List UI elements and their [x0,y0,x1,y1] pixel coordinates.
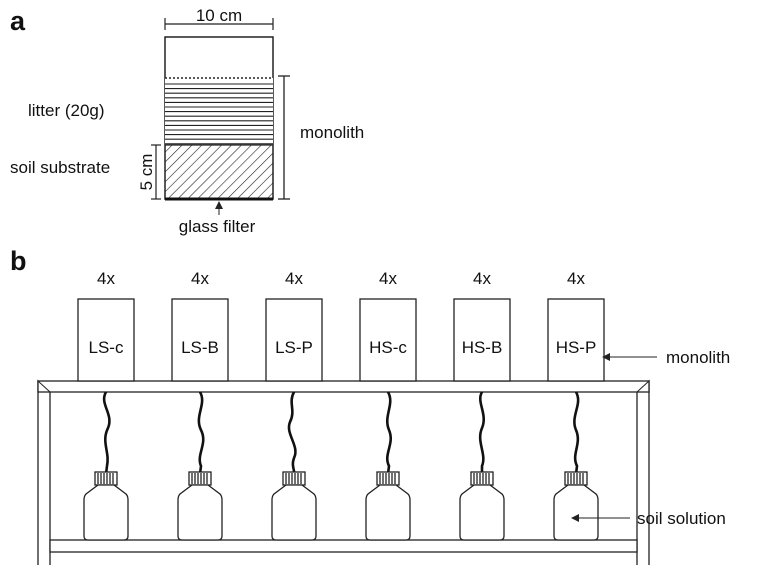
width-dimension [164,18,274,30]
depth-dimension [151,144,161,200]
drainage-tube [573,391,580,475]
monolith-box [77,298,135,382]
monolith-label-a: monolith [300,123,364,142]
treatment-name: HS-P [556,338,597,357]
monolith-box [171,298,229,382]
filter-label: glass filter [179,217,256,236]
replicate-label: 4x [379,269,397,288]
litter-label: litter (20g) [28,101,105,120]
drainage-tube [287,391,297,475]
treatment-name: LS-c [89,338,124,357]
drainage-tube [197,391,205,475]
drainage-tube [478,391,485,474]
panel-b-letter: b [10,246,27,276]
litter-layer [165,77,273,145]
replicate-label: 4x [97,269,115,288]
solution-label: soil solution [637,509,726,528]
collection-bottle [271,471,317,541]
soil-column [164,36,274,201]
panel-a-letter: a [10,6,26,36]
collection-bottle [553,471,599,541]
treatment-name: LS-P [275,338,313,357]
treatment-name: HS-c [369,338,407,357]
soil-layer [165,144,273,199]
collection-bottle [459,471,505,541]
replicate-label: 4x [473,269,491,288]
shelf-frame [37,379,650,565]
monolith-label-b: monolith [666,348,730,367]
monolith-bracket [278,75,290,200]
soil-label: soil substrate [10,158,110,177]
depth-label: 5 cm [137,154,156,191]
monolith-box [547,298,605,382]
replicate-label: 4x [285,269,303,288]
collection-bottle [365,471,411,541]
replicate-label: 4x [567,269,585,288]
width-label: 10 cm [196,6,242,25]
treatment-name: LS-B [181,338,219,357]
collection-bottle [177,471,223,541]
drainage-tube [385,391,392,475]
drainage-tube [102,391,111,475]
treatment-name: HS-B [462,338,503,357]
monolith-box [265,298,323,382]
monolith-box [359,298,417,382]
replicate-label: 4x [191,269,209,288]
monolith-box [453,298,511,382]
collection-bottle [83,471,129,541]
